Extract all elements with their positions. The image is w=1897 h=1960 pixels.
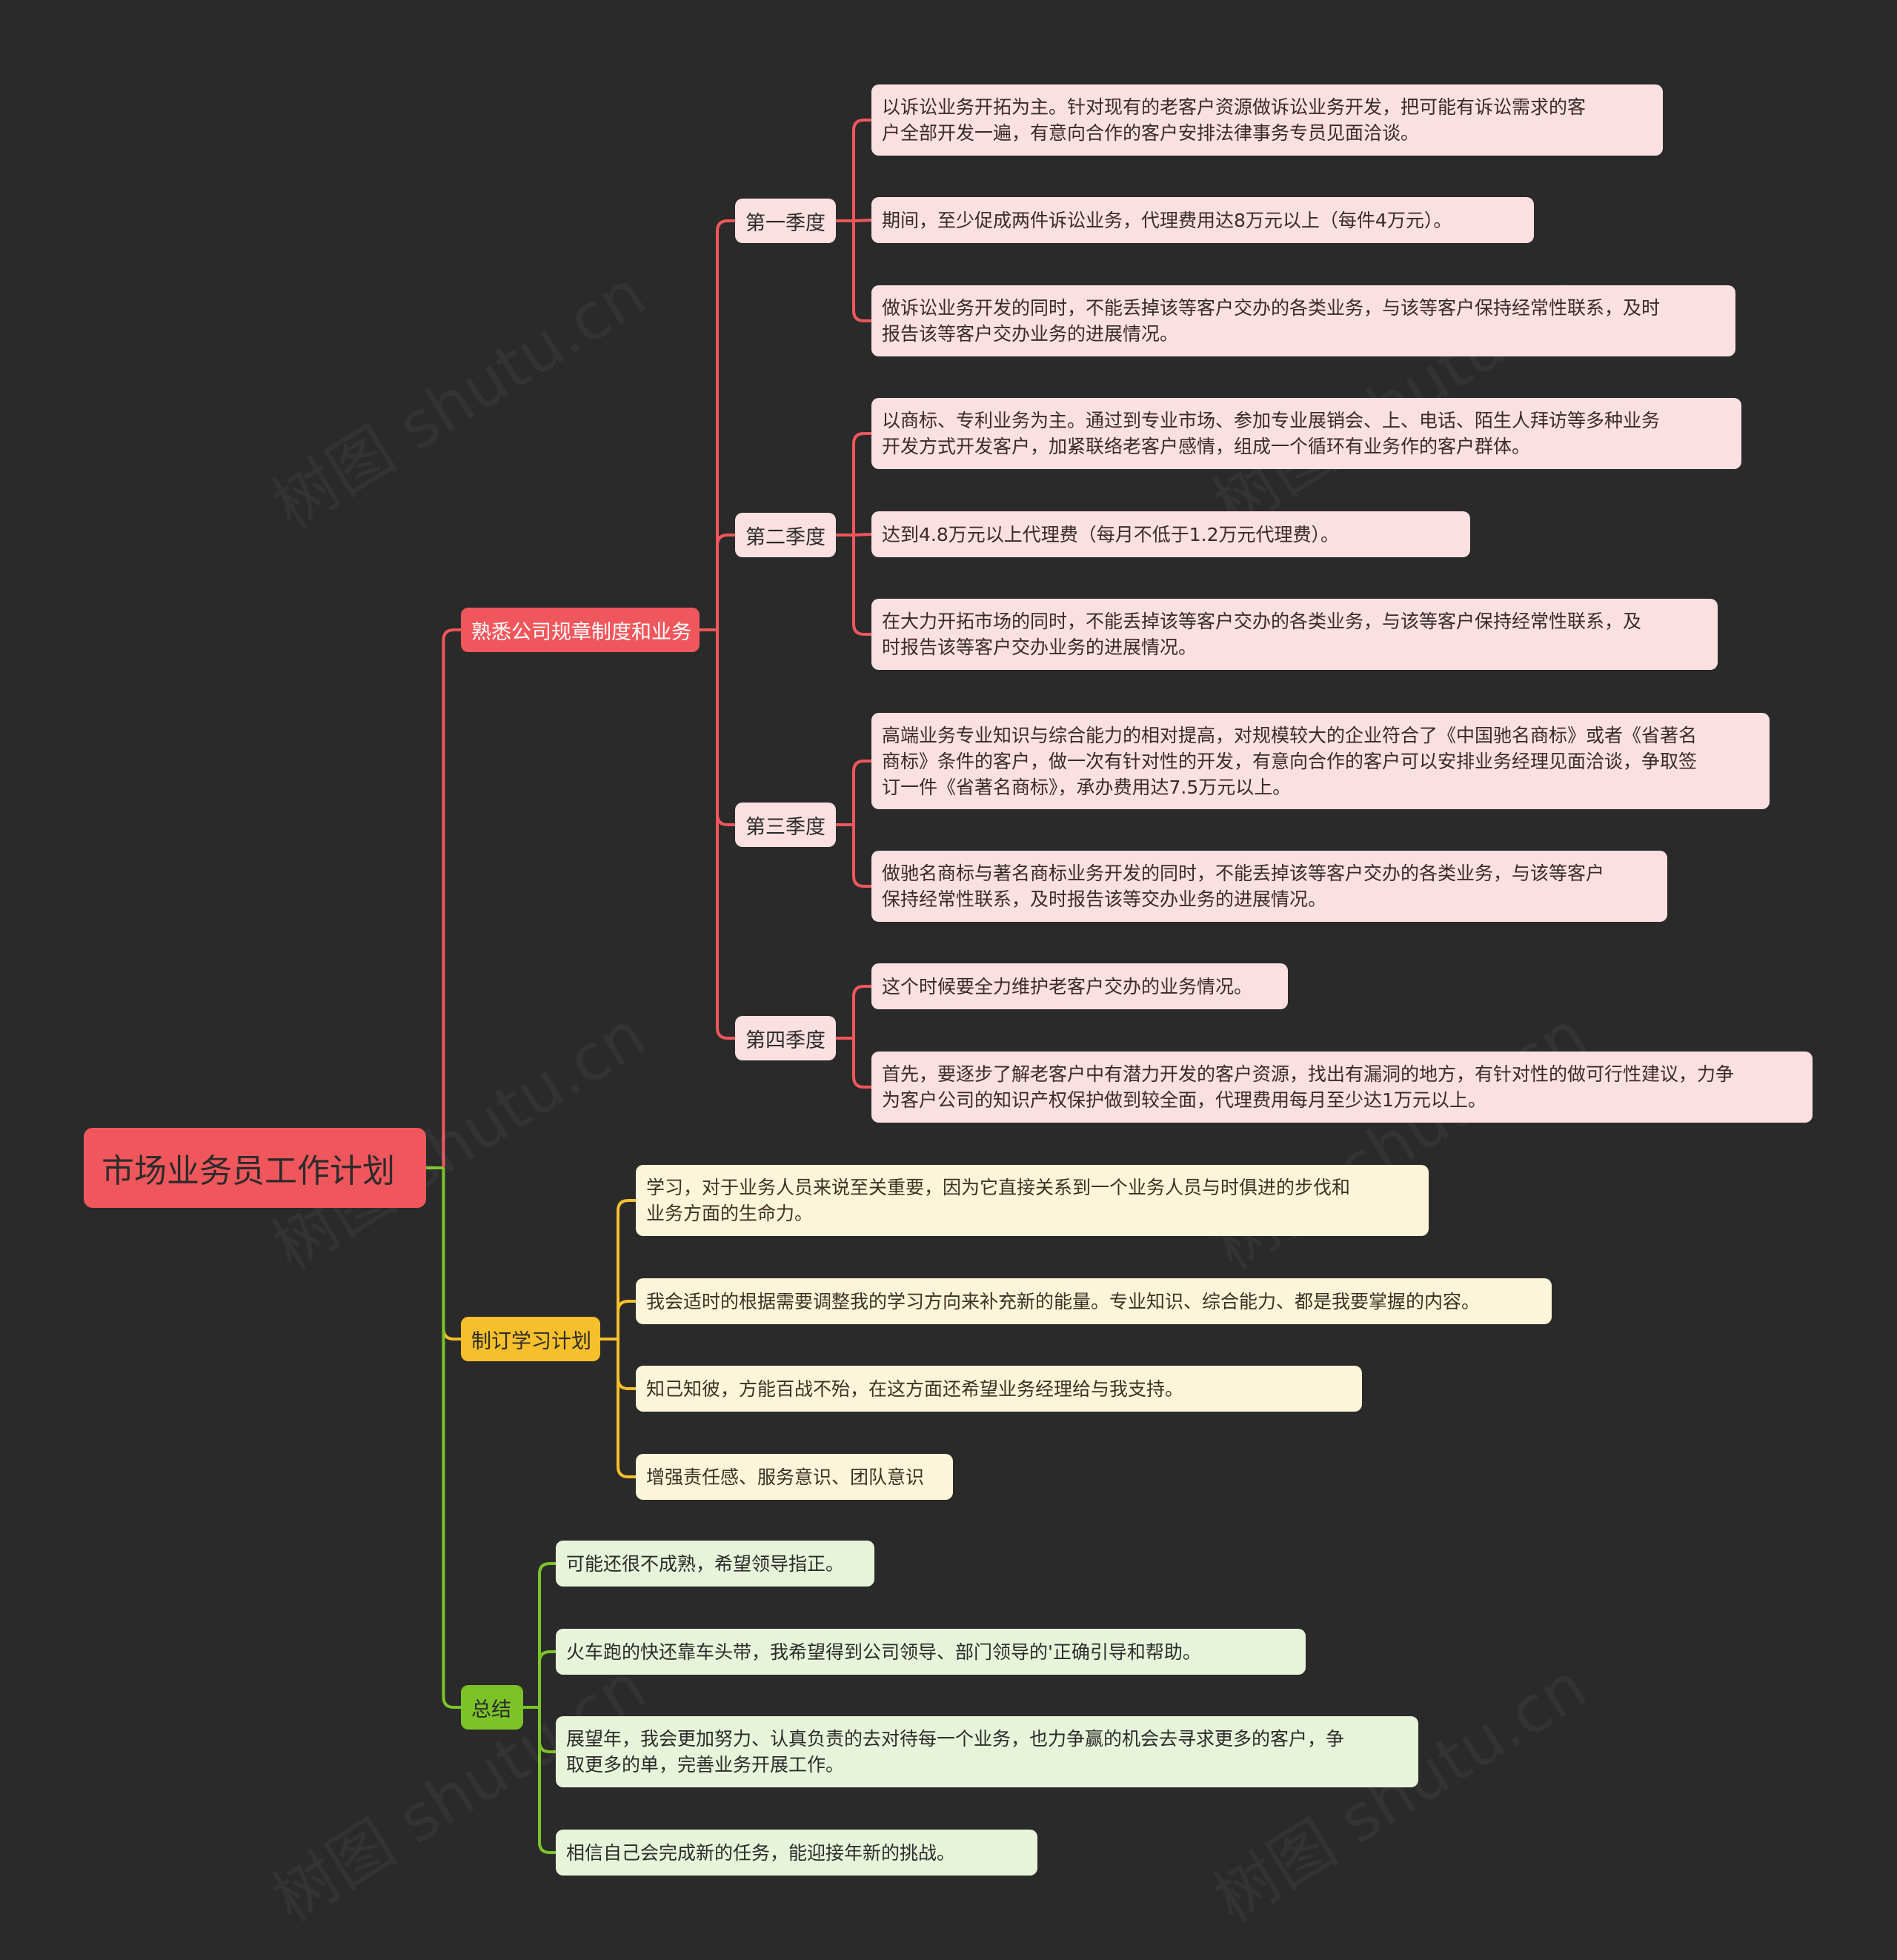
leaf-line: 展望年，我会更加努力、认真负责的去对待每一个业务，也力争赢的机会去寻求更多的客户… (566, 1728, 1345, 1750)
leaf-line: 开发方式开发客户，加紧联络老客户感情，组成一个循环有业务作的客户群体。 (882, 436, 1531, 457)
connector-group (523, 1562, 556, 1854)
connector-group (836, 985, 871, 1089)
connector-line (716, 630, 735, 826)
leaf-line: 在大力开拓市场的同时，不能丢掉该等客户交办的各类业务，与该等客户保持经常性联系，… (882, 611, 1642, 632)
leaf-topic[interactable]: 学习，对于业务人员来说至关重要，因为它直接关系到一个业务人员与时俱进的步伐和业务… (636, 1165, 1429, 1236)
connector-line (617, 1339, 636, 1478)
leaf-line: 报告该等客户交办业务的进展情况。 (882, 323, 1179, 345)
leaf-line: 做驰名商标与著名商标业务开发的同时，不能丢掉该等客户交办的各类业务，与该等客户 (882, 863, 1605, 884)
leaf-line: 我会适时的根据需要调整我的学习方向来补充新的能量。专业知识、综合能力、都是我要掌… (646, 1290, 1481, 1312)
leaf-topic[interactable]: 这个时候要全力维护老客户交办的业务情况。 (871, 963, 1288, 1009)
leaf-topic[interactable]: 可能还很不成熟，希望领导指正。 (556, 1541, 874, 1587)
leaf-line: 火车跑的快还靠车头带，我希望得到公司领导、部门领导的'正确引导和帮助。 (566, 1641, 1201, 1663)
connector-line (716, 219, 735, 630)
connector-line (852, 221, 871, 322)
branch-topic-study-plan[interactable]: 制订学习计划 (461, 1317, 600, 1361)
connector-line (442, 1168, 461, 1709)
branch-topic-summary[interactable]: 总结 (461, 1685, 523, 1730)
leaf-topic[interactable]: 展望年，我会更加努力、认真负责的去对待每一个业务，也力争赢的机会去寻求更多的客户… (556, 1716, 1418, 1787)
leaf-topic[interactable]: 达到4.8万元以上代理费（每月不低于1.2万元代理费）。 (871, 511, 1470, 557)
connector-line (442, 1168, 461, 1341)
branch-topic-label: 制订学习计划 (471, 1329, 591, 1353)
leaf-topic[interactable]: 火车跑的快还靠车头带，我希望得到公司领导、部门领导的'正确引导和帮助。 (556, 1629, 1306, 1675)
leaf-topic[interactable]: 我会适时的根据需要调整我的学习方向来补充新的能量。专业知识、综合能力、都是我要掌… (636, 1278, 1552, 1324)
leaf-line: 达到4.8万元以上代理费（每月不低于1.2万元代理费）。 (882, 523, 1340, 545)
leaf-line: 这个时候要全力维护老客户交办的业务情况。 (882, 975, 1253, 997)
connector-line (538, 1707, 556, 1854)
leaf-line: 商标》条件的客户，做一次有针对性的开发，有意向合作的客户可以安排业务经理见面洽谈… (882, 750, 1698, 772)
subtopic-label: 第三季度 (745, 815, 825, 839)
leaf-topic[interactable]: 以商标、专利业务为主。通过到专业市场、参加专业展销会、上、电话、陌生人拜访等多种… (871, 398, 1741, 469)
connector-line (852, 825, 871, 888)
branch-topic-label: 总结 (471, 1698, 511, 1721)
connector-group (426, 1166, 461, 1709)
leaf-topic[interactable]: 做诉讼业务开发的同时，不能丢掉该等客户交办的各类业务，与该等客户保持经常性联系，… (871, 285, 1735, 356)
connector-line (716, 534, 735, 630)
connector-group (426, 628, 461, 1169)
leaf-line: 期间，至少促成两件诉讼业务，代理费用达8万元以上（每件4万元）。 (882, 209, 1452, 231)
leaf-topic[interactable]: 以诉讼业务开拓为主。针对现有的老客户资源做诉讼业务开发，把可能有诉讼需求的客户全… (871, 84, 1663, 156)
leaf-topic[interactable]: 首先，要逐步了解老客户中有潜力开发的客户资源，找出有漏洞的地方，有针对性的做可行… (871, 1052, 1813, 1123)
leaf-topic[interactable]: 做驰名商标与著名商标业务开发的同时，不能丢掉该等客户交办的各类业务，与该等客户保… (871, 851, 1667, 922)
connector-line (716, 630, 735, 1040)
leaf-line: 以商标、专利业务为主。通过到专业市场、参加专业展销会、上、电话、陌生人拜访等多种… (882, 410, 1661, 431)
leaf-topic[interactable]: 增强责任感、服务意识、团队意识 (636, 1454, 953, 1500)
root-topic[interactable]: 市场业务员工作计划 (84, 1128, 426, 1208)
subtopic-q2[interactable]: 第二季度 (735, 513, 836, 557)
leaf-line: 订一件《省著名商标》，承办费用达7.5万元以上。 (882, 776, 1292, 798)
branch-topic-label: 熟悉公司规章制度和业务 (471, 620, 691, 644)
connector-line (538, 1562, 556, 1707)
subtopic-q1[interactable]: 第一季度 (735, 199, 836, 243)
branch-topic-rules[interactable]: 熟悉公司规章制度和业务 (461, 608, 700, 652)
leaf-line: 学习，对于业务人员来说至关重要，因为它直接关系到一个业务人员与时俱进的步伐和 (646, 1177, 1351, 1198)
leaf-topic[interactable]: 相信自己会完成新的任务，能迎接年新的挑战。 (556, 1830, 1037, 1876)
leaf-line: 知己知彼，方能百战不殆，在这方面还希望业务经理给与我支持。 (646, 1378, 1184, 1400)
leaf-line: 相信自己会完成新的任务，能迎接年新的挑战。 (566, 1841, 956, 1864)
connector-line (852, 535, 871, 636)
subtopic-q4[interactable]: 第四季度 (735, 1016, 836, 1060)
subtopic-q3[interactable]: 第三季度 (735, 803, 836, 847)
subtopic-label: 第一季度 (745, 211, 825, 235)
leaf-topic[interactable]: 知己知彼，方能百战不殆，在这方面还希望业务经理给与我支持。 (636, 1366, 1362, 1412)
connector-group (836, 760, 871, 888)
connector-line (442, 628, 461, 1168)
connector-line (853, 219, 872, 222)
connector-group (700, 219, 735, 1040)
connector-line (617, 1300, 636, 1339)
leaf-line: 保持经常性联系，及时报告该等交办业务的进展情况。 (882, 888, 1327, 910)
connector-group (600, 1199, 636, 1478)
connector-line (852, 119, 871, 221)
connector-line (852, 432, 871, 535)
connector-line (538, 1650, 556, 1707)
subtopic-label: 第二季度 (745, 525, 825, 549)
connector-group (836, 119, 872, 322)
leaf-topic[interactable]: 在大力开拓市场的同时，不能丢掉该等客户交办的各类业务，与该等客户保持经常性联系，… (871, 599, 1718, 670)
connector-line (617, 1339, 636, 1390)
leaf-line: 可能还很不成熟，希望领导指正。 (566, 1552, 845, 1575)
leaf-line: 高端业务专业知识与综合能力的相对提高，对规模较大的企业符合了《中国驰名商标》或者… (882, 724, 1698, 746)
leaf-line: 首先，要逐步了解老客户中有潜力开发的客户资源，找出有漏洞的地方，有针对性的做可行… (882, 1063, 1735, 1085)
connector-line (538, 1707, 556, 1753)
connector-line (852, 985, 871, 1038)
connector-line (853, 533, 872, 536)
connector-line (852, 1038, 871, 1089)
leaf-line: 为客户公司的知识产权保护做到较全面，代理费用每月至少达1万元以上。 (882, 1089, 1486, 1111)
connector-line (852, 760, 871, 825)
subtopic-label: 第四季度 (745, 1029, 825, 1052)
leaf-line: 做诉讼业务开发的同时，不能丢掉该等客户交办的各类业务，与该等客户保持经常性联系，… (882, 297, 1661, 319)
leaf-topic[interactable]: 高端业务专业知识与综合能力的相对提高，对规模较大的企业符合了《中国驰名商标》或者… (871, 713, 1770, 809)
root-topic-label: 市场业务员工作计划 (102, 1152, 395, 1190)
connector-group (836, 432, 872, 636)
leaf-line: 时报告该等客户交办业务的进展情况。 (882, 637, 1197, 658)
leaf-line: 以诉讼业务开拓为主。针对现有的老客户资源做诉讼业务开发，把可能有诉讼需求的客 (882, 96, 1587, 118)
leaf-line: 取更多的单，完善业务开展工作。 (566, 1754, 845, 1775)
connector-line (617, 1199, 636, 1339)
leaf-line: 户全部开发一遍，有意向合作的客户安排法律事务专员见面洽谈。 (882, 122, 1420, 144)
leaf-topic[interactable]: 期间，至少促成两件诉讼业务，代理费用达8万元以上（每件4万元）。 (871, 197, 1534, 243)
leaf-line: 增强责任感、服务意识、团队意识 (646, 1466, 925, 1488)
leaf-line: 业务方面的生命力。 (646, 1203, 814, 1224)
